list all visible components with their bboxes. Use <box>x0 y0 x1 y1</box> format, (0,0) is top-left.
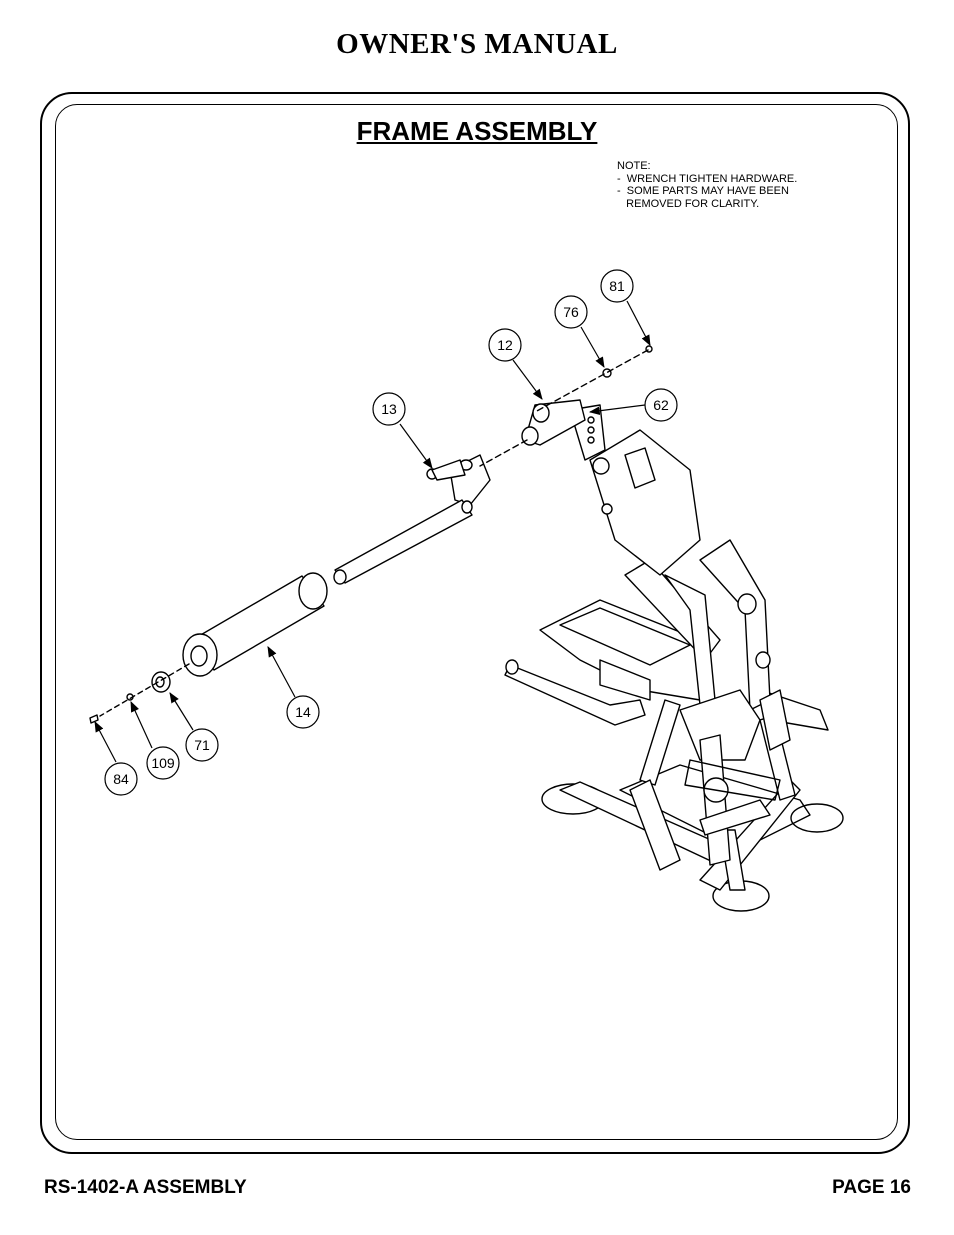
assembly-note: NOTE: - WRENCH TIGHTEN HARDWARE. - SOME … <box>617 160 797 210</box>
note-line: - SOME PARTS MAY HAVE BEEN <box>617 185 789 197</box>
callout-14: 14 <box>286 695 320 729</box>
inner-frame-border <box>55 104 898 1140</box>
callout-62: 62 <box>644 388 678 422</box>
callout-label: 76 <box>563 304 579 320</box>
section-title: FRAME ASSEMBLY <box>356 116 598 146</box>
callout-81: 81 <box>600 269 634 303</box>
callout-label: 12 <box>497 337 513 353</box>
frame-machine-illustration <box>89 345 844 912</box>
callout-84: 84 <box>104 762 138 796</box>
note-line: - WRENCH TIGHTEN HARDWARE. <box>617 172 798 185</box>
callout-leaders <box>94 300 651 763</box>
page-number: PAGE 16 <box>832 1177 911 1198</box>
callout-76: 76 <box>554 295 588 329</box>
page-header-title: OWNER'S MANUAL <box>336 28 618 60</box>
callout-12: 12 <box>488 328 522 362</box>
callout-label: 109 <box>151 755 175 771</box>
callout-71: 71 <box>185 728 219 762</box>
callout-label: 13 <box>381 401 397 417</box>
outer-frame-border <box>40 92 910 1154</box>
callout-109: 109 <box>146 746 180 780</box>
callout-label: 62 <box>653 397 669 413</box>
document-footer-model: RS-1402-A ASSEMBLY <box>44 1177 247 1198</box>
note-line: NOTE: <box>617 160 651 172</box>
callout-label: 81 <box>609 278 625 294</box>
callout-13: 13 <box>372 392 406 426</box>
callout-label: 71 <box>194 737 210 753</box>
callout-label: 14 <box>295 704 311 720</box>
callout-label: 84 <box>113 771 129 787</box>
note-line: REMOVED FOR CLARITY. <box>617 197 760 210</box>
